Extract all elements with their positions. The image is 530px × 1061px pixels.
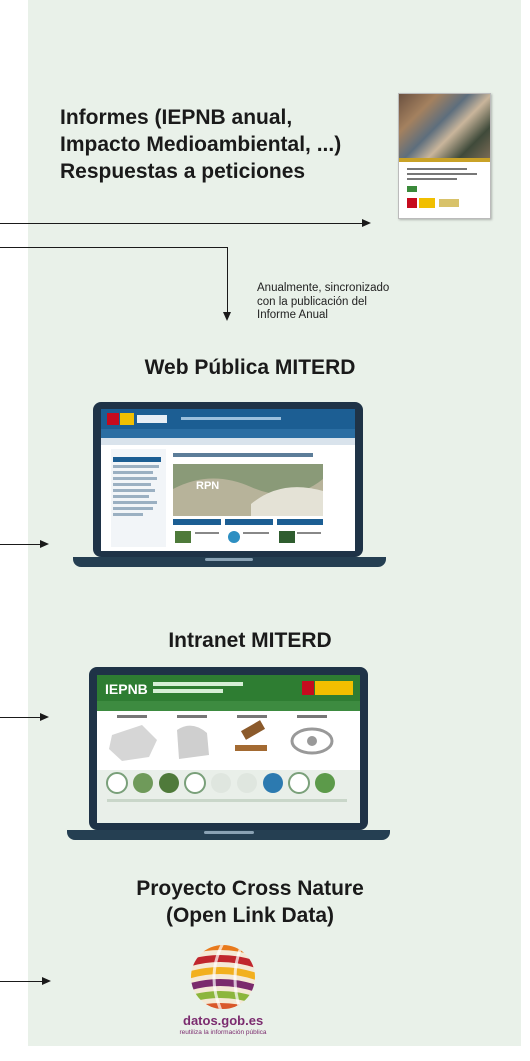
intranet-screen: IEPNB xyxy=(97,675,360,823)
datos-gob-logo: datos.gob.es reutiliza la información pú… xyxy=(179,943,267,1043)
arrow-to-intranet-head xyxy=(40,713,49,721)
ministry-logo xyxy=(407,198,417,208)
cross-nature-line-2: (Open Link Data) xyxy=(165,904,334,927)
reports-line-2: Impacto Medioambiental, ...) xyxy=(60,133,342,156)
left-column-edge xyxy=(0,293,8,838)
datos-logo-text: datos.gob.es xyxy=(183,1013,264,1028)
intranet-title: Intranet MITERD xyxy=(168,629,332,652)
report-cover-image xyxy=(398,93,491,219)
report-cover-photo xyxy=(399,94,490,158)
arrow-to-cross-nature-head xyxy=(42,977,51,985)
reports-heading: Informes (IEPNB anual, Impacto Medioambi… xyxy=(60,104,341,185)
cross-nature-line-1: Proyecto Cross Nature xyxy=(136,877,364,900)
arrow-to-reports xyxy=(0,223,362,225)
cross-nature-title: Proyecto Cross Nature (Open Link Data) xyxy=(80,875,420,929)
arrow-to-web-publica xyxy=(0,544,40,546)
arrow-to-intranet xyxy=(0,717,40,719)
intranet-screenshot: IEPNB xyxy=(97,675,360,823)
datos-logo-tagline: reutiliza la información pública xyxy=(179,1029,267,1036)
web-publica-laptop: RPN xyxy=(73,402,386,570)
datos-globe-icon xyxy=(191,945,255,1009)
arrow-annual-vertical xyxy=(227,247,229,313)
annual-sync-note: Anualmente, sincronizado con la publicac… xyxy=(257,282,390,321)
arrow-annual-head xyxy=(223,312,231,321)
web-publica-title: Web Pública MITERD xyxy=(144,356,356,379)
web-publica-screenshot: RPN xyxy=(101,409,355,547)
intranet-laptop: IEPNB xyxy=(67,667,390,843)
reports-line-3: Respuestas a peticiones xyxy=(60,160,306,183)
arrow-annual-horizontal xyxy=(0,247,228,249)
web-publica-screen: RPN xyxy=(101,409,355,551)
svg-text:RPN: RPN xyxy=(196,480,219,492)
intranet-banner-logo: IEPNB xyxy=(105,681,148,697)
arrow-to-reports-head xyxy=(362,219,371,227)
reports-line-1: Informes (IEPNB anual, xyxy=(60,106,293,129)
arrow-to-cross-nature xyxy=(0,981,42,983)
arrow-to-web-publica-head xyxy=(40,540,49,548)
